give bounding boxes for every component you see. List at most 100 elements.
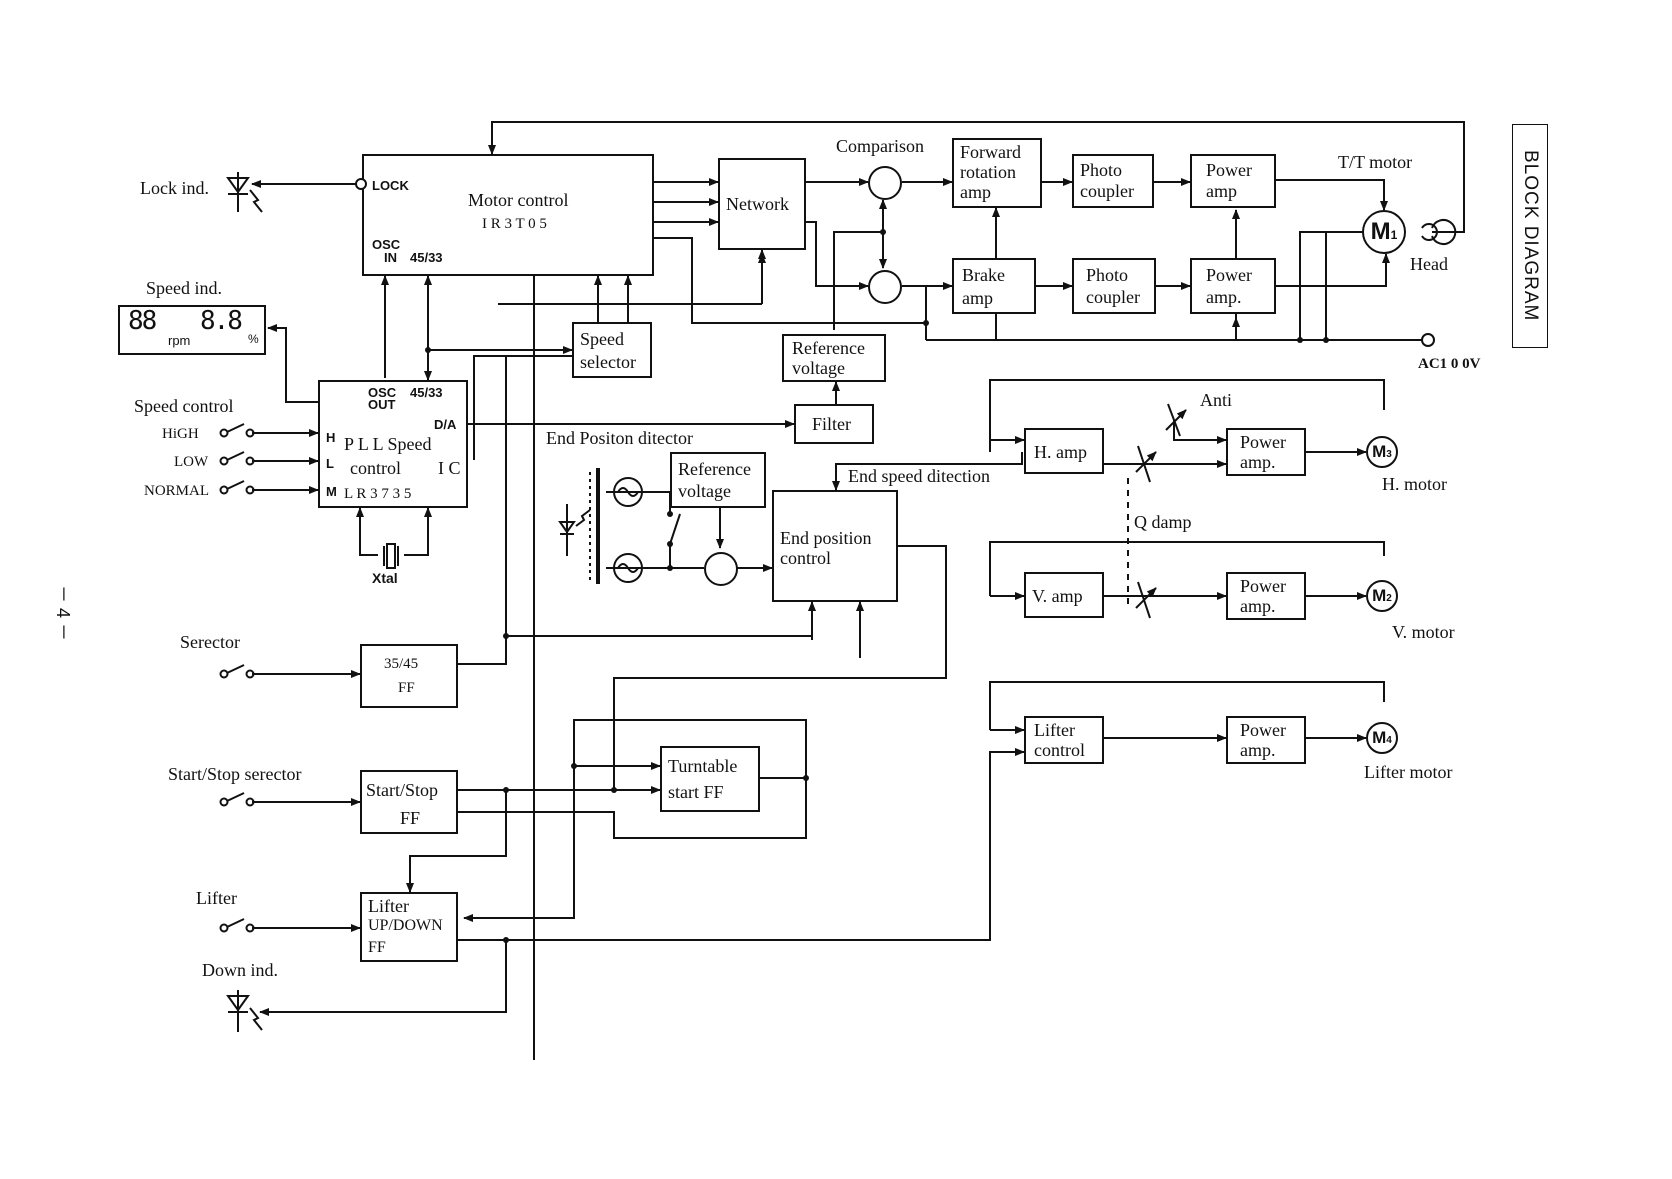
ref1-line1: Reference [792, 338, 865, 358]
display-rpm-unit: rpm [168, 333, 191, 348]
m1-sub: 1 [1390, 228, 1398, 242]
h-amp-label: H. amp [1034, 442, 1087, 462]
m3-letter: M [1372, 442, 1387, 461]
photo-coupler-2-block: Photo coupler [1072, 258, 1156, 314]
turntable-start-ff-block: Turntable start FF [660, 746, 760, 812]
xtal-label: Xtal [372, 570, 398, 586]
motor-m1-icon: M1 [1362, 210, 1406, 254]
v-amp-block: V. amp [1024, 572, 1104, 618]
brake-line1: Brake [962, 265, 1005, 285]
comparator-forward [868, 166, 902, 200]
pll-line2: control [350, 458, 401, 478]
motor-m3-icon: M3 [1366, 436, 1398, 468]
lifter-label: Lifter [196, 888, 237, 908]
h-motor-label: H. motor [1382, 474, 1447, 494]
power-amp-lifter-block: Power amp. [1226, 716, 1306, 764]
forward-rotation-amp-block: Forward rotation amp [952, 138, 1042, 208]
power-v-line1: Power [1240, 576, 1286, 596]
m2-sub: 2 [1386, 593, 1392, 604]
ref2-line2: voltage [678, 481, 731, 501]
ff-35-45-block: 35/45 FF [360, 644, 458, 708]
anti-label: Anti [1200, 390, 1233, 410]
network-label: Network [726, 194, 789, 214]
motor-m2-icon: M2 [1366, 580, 1398, 612]
q-damp-label: Q damp [1134, 512, 1192, 532]
motor-control-title: Motor control [468, 190, 569, 210]
ff3545-line2: FF [398, 680, 415, 696]
brake-line2: amp [962, 288, 993, 308]
power-amp-v-block: Power amp. [1226, 572, 1306, 620]
photo-coupler-1-block: Photo coupler [1072, 154, 1154, 208]
power-h-line1: Power [1240, 432, 1286, 452]
pin-l: L [326, 456, 334, 471]
power-l-line1: Power [1240, 720, 1286, 740]
brake-amp-block: Brake amp [952, 258, 1036, 314]
ref1-line2: voltage [792, 358, 845, 378]
power2-line2: amp. [1206, 287, 1242, 307]
motor-control-ratio: 45/33 [410, 250, 443, 265]
comparison-label: Comparison [836, 136, 924, 156]
network-block: Network [718, 158, 806, 250]
lifter-up-down-ff-block: Lifter UP/DOWN FF [360, 892, 458, 962]
ss-line1: Start/Stop [366, 780, 439, 800]
comparator-brake [868, 270, 902, 304]
speed-selector-line2: selector [580, 352, 636, 372]
forward-line3: amp [960, 182, 991, 202]
photo1-line1: Photo [1080, 160, 1123, 180]
motor-control-block: LOCK Motor control I R 3 T 0 5 OSC IN 45… [362, 154, 654, 276]
diagram-title: BLOCK DIAGRAM [1520, 150, 1541, 322]
lifter-ff-line2: UP/DOWN [368, 917, 443, 934]
reference-voltage-2-block: Reference voltage [670, 452, 766, 508]
motor-m4-icon: M4 [1366, 722, 1398, 754]
osc-in-pin-a: OSC [372, 237, 401, 252]
end-position-line1: End position [780, 528, 872, 548]
power-amp-h-block: Power amp. [1226, 428, 1306, 476]
pll-line1: P L L Speed [344, 434, 432, 454]
photo1-line2: coupler [1080, 181, 1134, 201]
end-position-control-block: End position control [772, 490, 898, 602]
lifter-control-block: Lifter control [1024, 716, 1104, 764]
pll-speed-control-block: OSC 45/33 OUT D/A H P L L Speed L contro… [318, 380, 468, 508]
pin-h: H [326, 430, 336, 445]
speed-control-label: Speed control [134, 396, 234, 416]
lock-pin-dot [355, 178, 367, 190]
start-stop-serector-label: Start/Stop serector [168, 764, 302, 784]
serector-label: Serector [180, 632, 240, 652]
tt-line1: Turntable [668, 756, 738, 776]
speed-selector-block: Speed selector [572, 322, 652, 378]
display-digits-rpm-icon: 88 [128, 306, 157, 336]
power2-line1: Power [1206, 265, 1252, 285]
filter-block: Filter [794, 404, 874, 444]
power-l-line2: amp. [1240, 740, 1276, 760]
osc-out-pin-a: OSC [368, 385, 397, 400]
comparator-end-position [704, 552, 738, 586]
reference-voltage-1-block: Reference voltage [782, 334, 886, 382]
display-pct-unit: % [248, 332, 259, 346]
photo2-line2: coupler [1086, 287, 1140, 307]
m1-letter: M [1370, 218, 1391, 245]
osc-out-pin-b: OUT [368, 397, 396, 412]
ac100v-label: AC1 0 0V [1418, 356, 1481, 372]
pll-line3: L R 3 7 3 5 [344, 486, 412, 502]
end-speed-ditection-label: End speed ditection [848, 466, 990, 486]
ref2-line1: Reference [678, 459, 751, 479]
ss-line2: FF [400, 808, 421, 828]
pll-ic: I C [438, 458, 461, 478]
motor-control-part: I R 3 T 0 5 [482, 216, 547, 232]
v-motor-label: V. motor [1392, 622, 1455, 642]
power-v-line2: amp. [1240, 596, 1276, 616]
power-amp-1-block: Power amp [1190, 154, 1276, 208]
m3-sub: 3 [1386, 449, 1392, 460]
power-amp-2-block: Power amp. [1190, 258, 1276, 314]
low-label: LOW [174, 454, 209, 470]
title-frame [1512, 124, 1548, 348]
v-amp-label: V. amp [1032, 586, 1083, 606]
filter-label: Filter [812, 414, 851, 434]
start-stop-ff-block: Start/Stop FF [360, 770, 458, 834]
display-digits-pct-icon: 8.8 [200, 306, 243, 336]
power-h-line2: amp. [1240, 452, 1276, 472]
page-number: － 4 － [53, 585, 73, 642]
lock-pin: LOCK [372, 178, 409, 193]
high-label: HiGH [162, 426, 199, 442]
